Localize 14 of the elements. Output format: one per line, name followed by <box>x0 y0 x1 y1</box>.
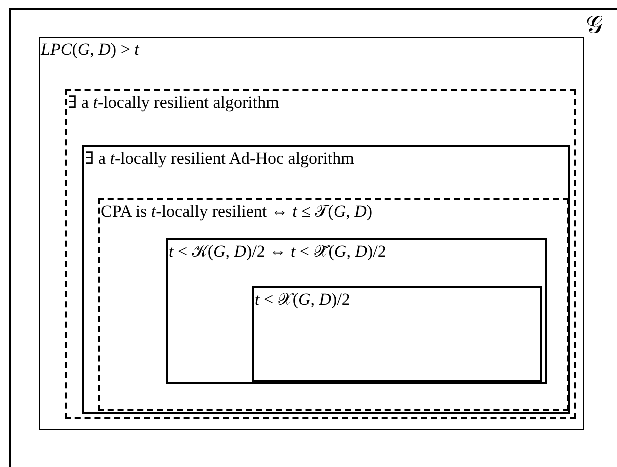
condition-box <box>39 37 584 430</box>
condition-box <box>252 286 542 382</box>
condition-text: t < 𝒳(G, D)/2 <box>255 290 350 310</box>
condition-box <box>98 198 569 411</box>
condition-box <box>82 145 570 414</box>
graph-symbol: 𝒢 <box>586 12 603 40</box>
condition-box <box>65 89 576 419</box>
condition-text: ∃ a t-locally resilient algorithm <box>68 93 280 113</box>
condition-text: LPC(G, D) > t <box>41 40 140 60</box>
graph-frame <box>9 8 617 467</box>
condition-box <box>166 238 547 384</box>
condition-text: CPA is t-locally resilient ⇔ t ≤ 𝒯(G, D) <box>101 202 373 222</box>
condition-text: t < 𝒦(G, D)/2 ⇔ t < 𝒳̃(G, D)/2 <box>169 242 386 262</box>
condition-text: ∃ a t-locally resilient Ad-Hoc algorithm <box>85 149 354 169</box>
